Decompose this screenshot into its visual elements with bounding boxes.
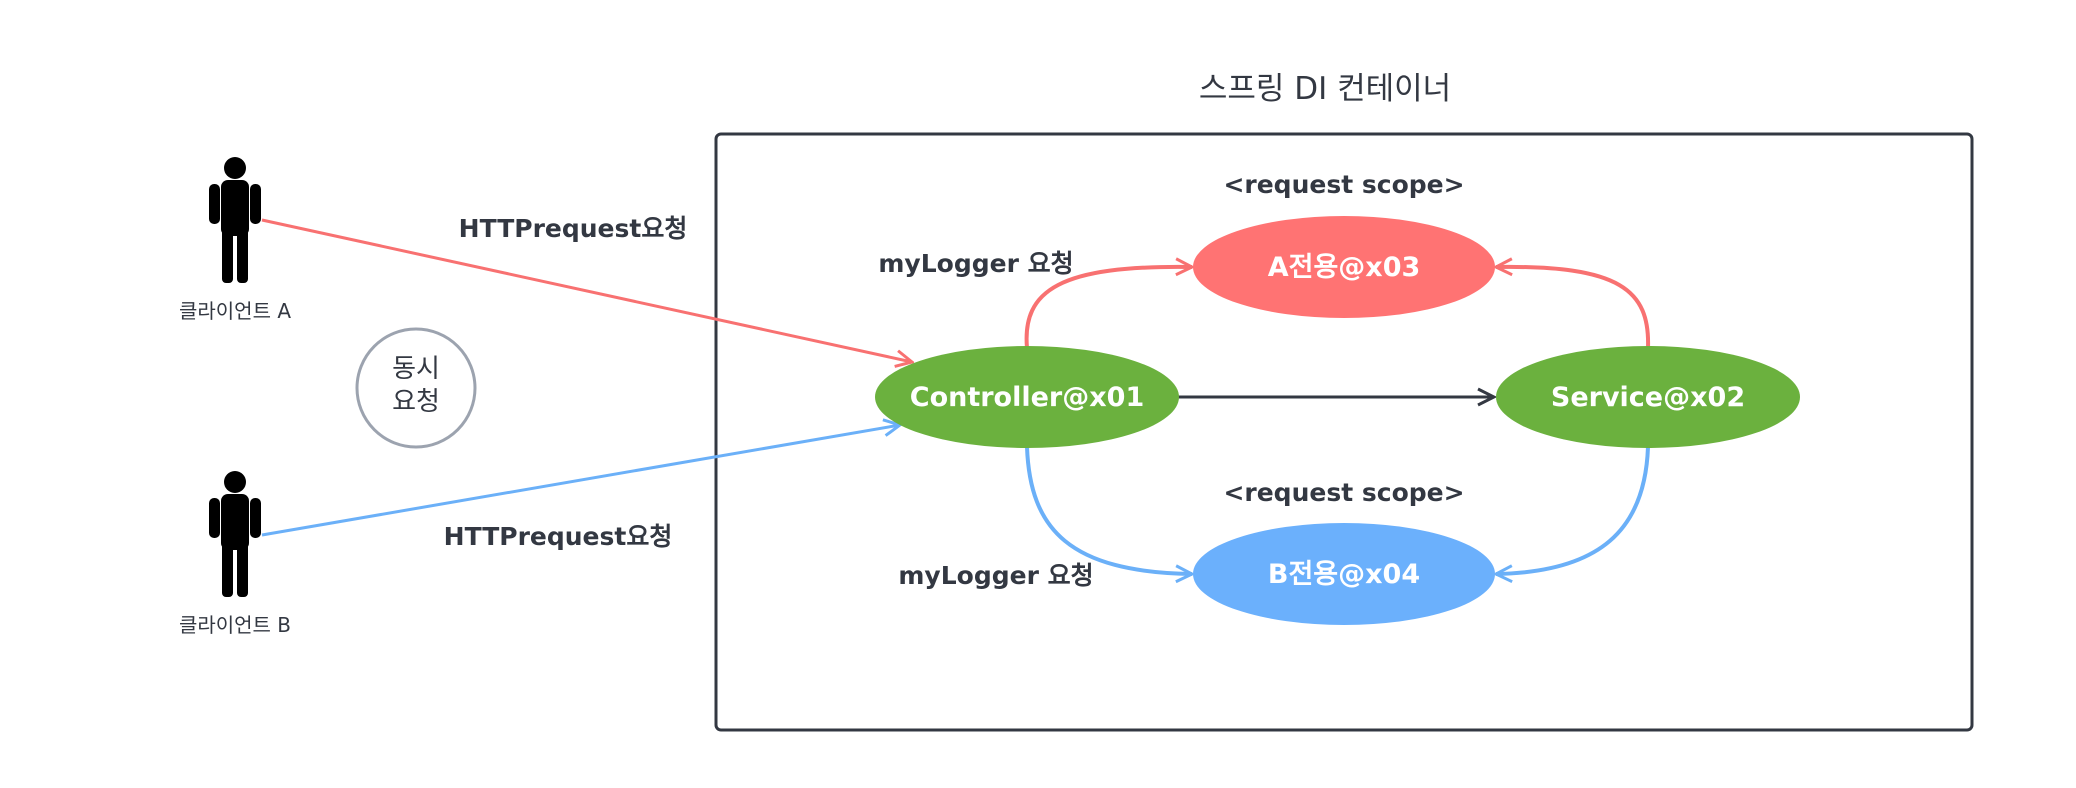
service-to-b-bean-arrow bbox=[1496, 446, 1650, 574]
controller-to-b-bean-arrow bbox=[1025, 446, 1192, 574]
controller-node bbox=[875, 346, 1179, 448]
client-a-person-icon bbox=[209, 157, 261, 283]
service-node-label: Service@x02 bbox=[1551, 382, 1745, 413]
concurrent-request-line2: 요청 bbox=[392, 387, 440, 417]
client-b-person-icon bbox=[209, 471, 261, 597]
http-request-a-label: HTTPrequest요청 bbox=[459, 214, 688, 243]
client-a-label: 클라이언트 A bbox=[179, 299, 291, 323]
mylogger-request-b-label: myLogger 요청 bbox=[898, 561, 1093, 590]
http-request-b-arrow bbox=[261, 425, 900, 537]
a-bean-node-label: A전용@x03 bbox=[1268, 252, 1421, 283]
request-scope-bottom-label: <request scope> bbox=[1223, 478, 1464, 507]
controller-to-a-bean-arrow bbox=[1024, 267, 1192, 349]
mylogger-request-a-label: myLogger 요청 bbox=[878, 249, 1073, 278]
container-title: 스프링 DI 컨테이너 bbox=[1199, 71, 1451, 107]
a-bean-node bbox=[1193, 216, 1495, 318]
controller-node-label: Controller@x01 bbox=[910, 382, 1144, 413]
request-scope-top-label: <request scope> bbox=[1223, 170, 1464, 199]
b-bean-node-label: B전용@x04 bbox=[1268, 559, 1420, 590]
concurrent-request-circle bbox=[355, 327, 477, 449]
service-node bbox=[1496, 346, 1800, 448]
client-b-label: 클라이언트 B bbox=[179, 613, 291, 637]
b-bean-node bbox=[1193, 523, 1495, 625]
service-to-a-bean-arrow bbox=[1496, 267, 1651, 349]
concurrent-request-line1: 동시 bbox=[392, 354, 440, 384]
di-container-box bbox=[714, 132, 1974, 732]
http-request-b-label: HTTPrequest요청 bbox=[444, 522, 673, 551]
http-request-a-arrow bbox=[261, 218, 912, 362]
